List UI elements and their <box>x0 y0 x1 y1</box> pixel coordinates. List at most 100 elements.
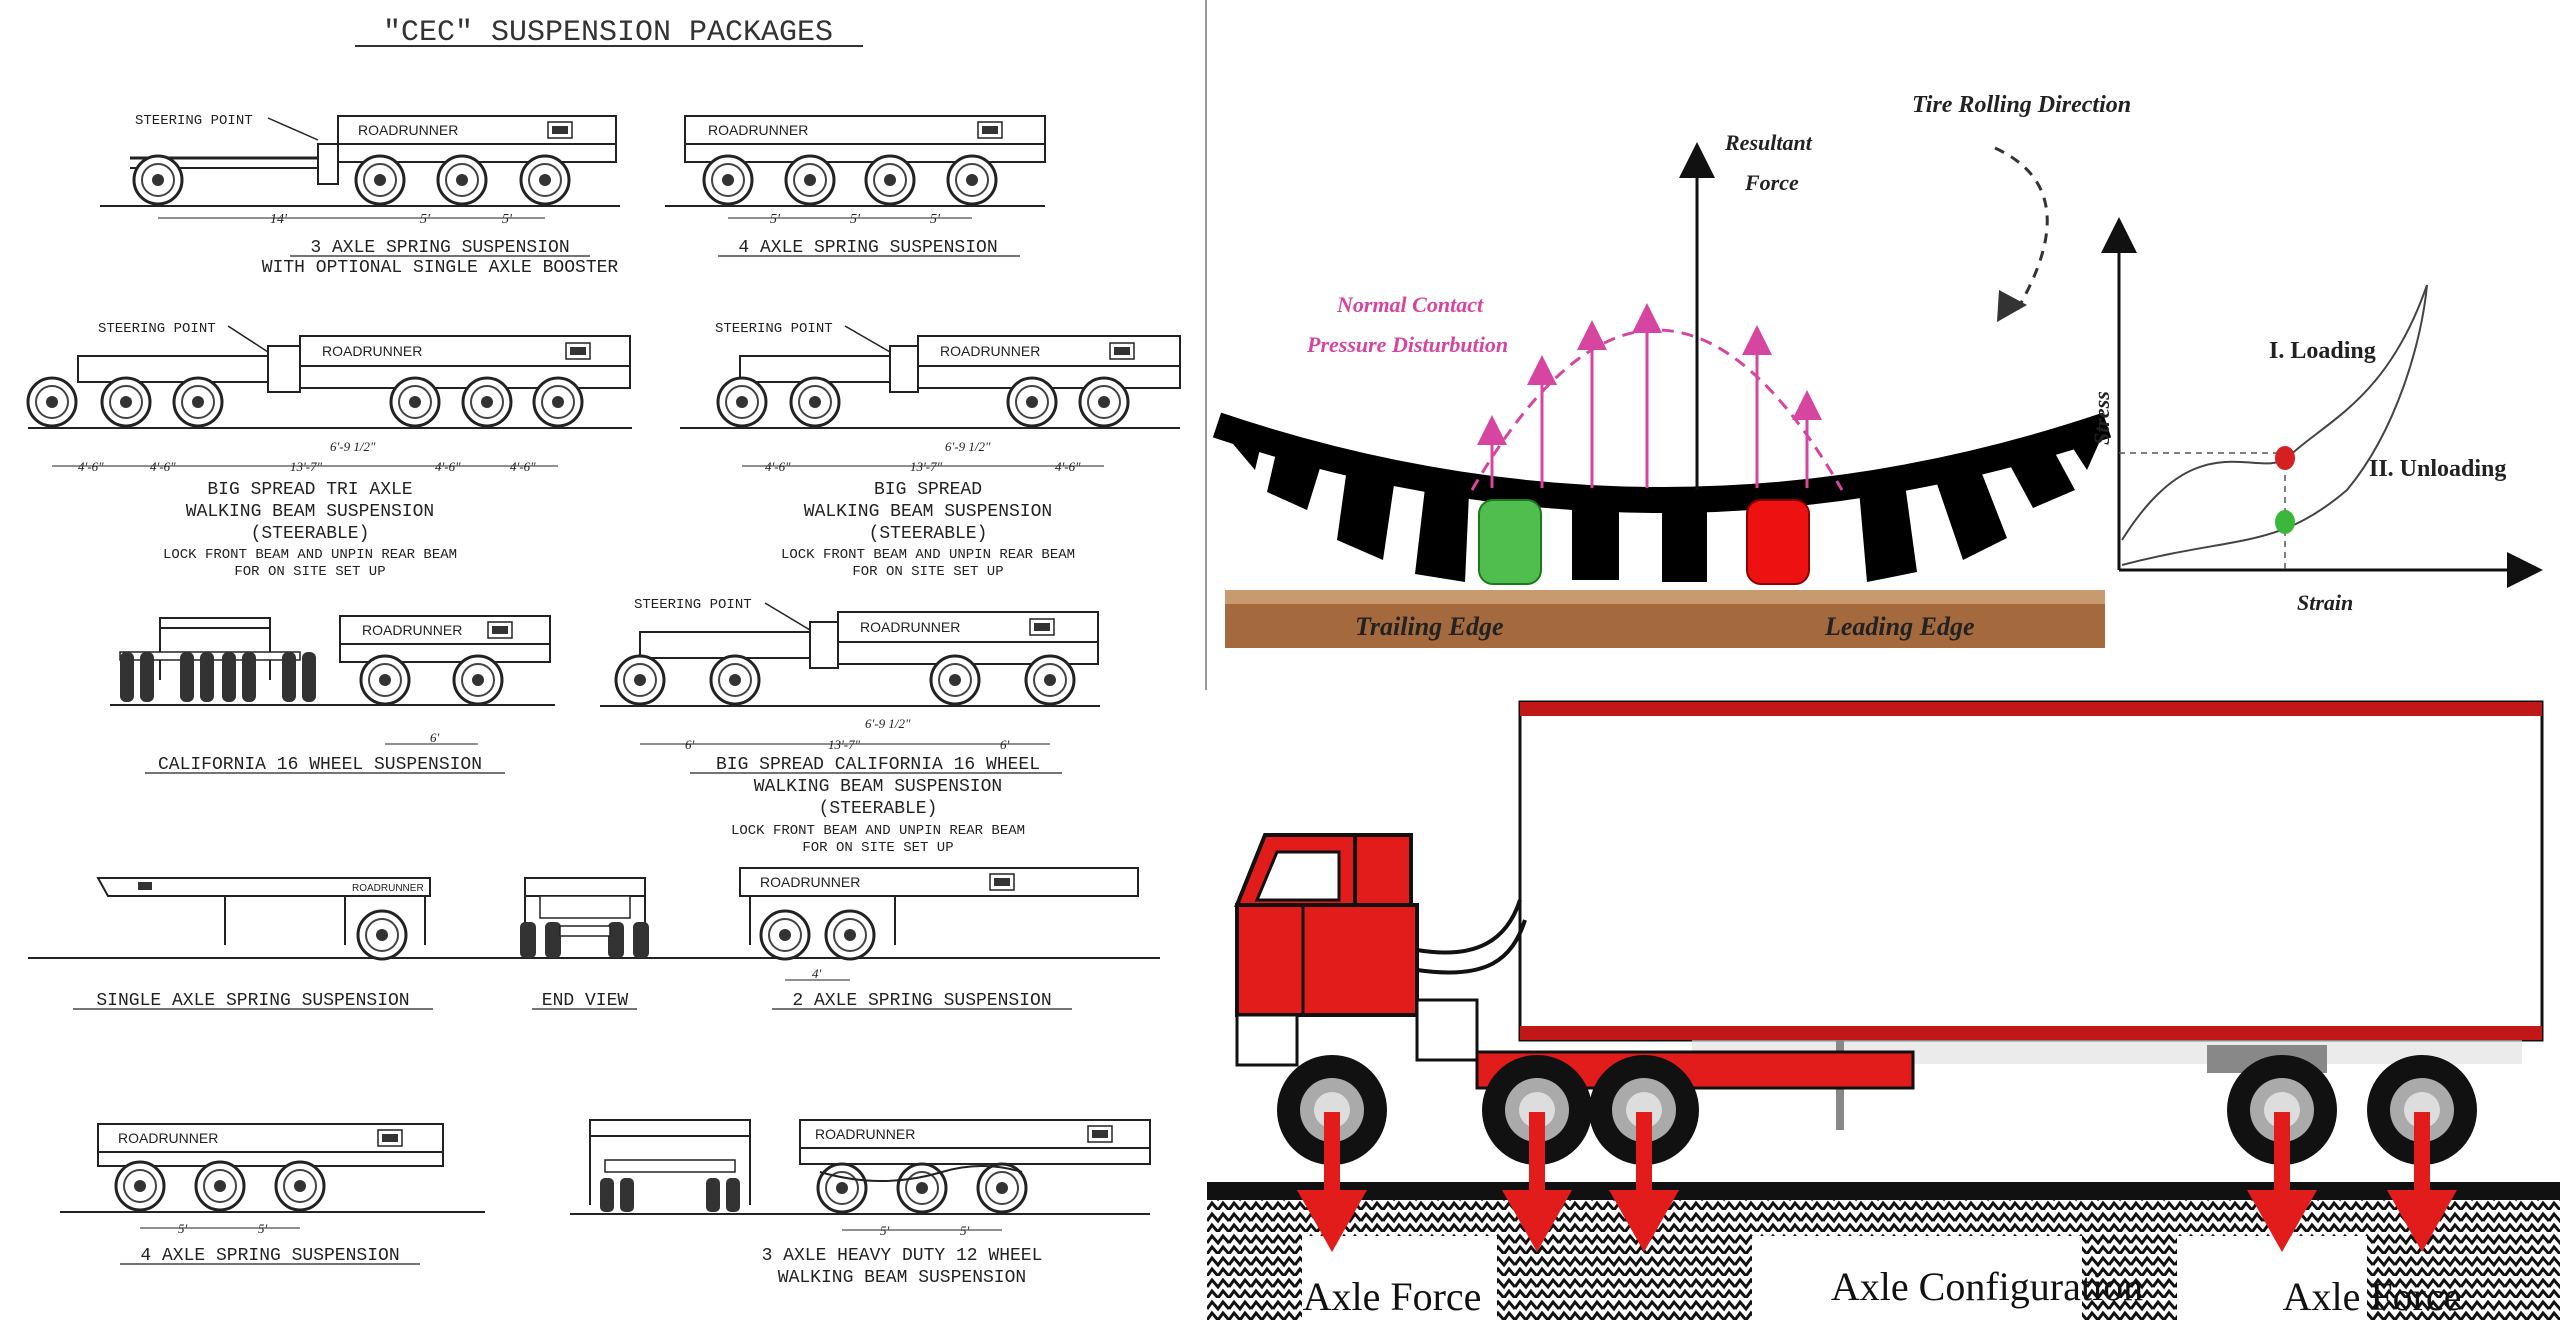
roadrunner-label: ROADRUNNER <box>352 883 424 894</box>
package-caption: (STEERABLE) <box>819 799 938 819</box>
tire-tread-blocks <box>1217 425 2107 582</box>
package-4-axle-spring-top: ROADRUNNER 5' 5' 5' 4 AXLE SPRING SUSPEN… <box>665 115 1046 258</box>
dim-6ft: 6' <box>685 737 695 752</box>
dim-5ft: 5' <box>880 1223 890 1238</box>
package-caption: CALIFORNIA 16 WHEEL SUSPENSION <box>158 755 482 775</box>
tire-contact-diagram: Trailing Edge Leading Edge <box>1212 92 2131 648</box>
dim-5ft: 5' <box>960 1223 970 1238</box>
package-caption: BIG SPREAD <box>874 480 982 500</box>
package-note: FOR ON SITE SET UP <box>802 840 953 856</box>
packages-title: "CEC" SUSPENSION PACKAGES <box>383 16 833 50</box>
package-caption: 4 AXLE SPRING SUSPENSION <box>738 238 997 258</box>
package-note: LOCK FRONT BEAM AND UNPIN REAR BEAM <box>163 547 457 563</box>
dim-6ft9in: 6'-9 1/2" <box>945 439 991 454</box>
tire-and-truck-panel: Trailing Edge Leading Edge <box>1207 0 2560 1320</box>
caption-underlines <box>73 255 1072 1265</box>
dim-6ft: 6' <box>430 730 440 745</box>
package-3-axle-heavy-duty: ROADRUNNER 5' 5' 3 AXLE HEAVY DUTY 12 WH… <box>570 1119 1151 1288</box>
package-caption: WITH OPTIONAL SINGLE AXLE BOOSTER <box>262 258 619 278</box>
steering-point-label: STEERING POINT <box>98 321 216 337</box>
dim-4ft6in: 4'-6" <box>510 459 536 474</box>
roadrunner-label: ROADRUNNER <box>860 619 960 635</box>
roadrunner-label: ROADRUNNER <box>815 1126 915 1142</box>
dim-5ft: 5' <box>502 212 513 227</box>
dim-4ft6in: 4'-6" <box>1055 459 1081 474</box>
truck-wheels <box>1277 1055 2477 1165</box>
resultant-label-line2: Force <box>1744 170 1799 195</box>
dim-5ft: 5' <box>770 212 781 227</box>
package-caption: 2 AXLE SPRING SUSPENSION <box>792 991 1051 1011</box>
leading-edge-label: Leading Edge <box>1824 612 1975 641</box>
trailing-edge-label: Trailing Edge <box>1355 612 1504 641</box>
stress-axis-label: Stress <box>2089 391 2114 445</box>
tire-green-block <box>1478 499 1542 585</box>
package-big-spread: STEERING POINT ROADRUNNER 4'-6" 6'-9 1/2… <box>680 321 1181 580</box>
tire-truck-drawing: Trailing Edge Leading Edge <box>1207 92 2560 1320</box>
strain-axis-label: Strain <box>2297 590 2353 615</box>
axle-configuration-label: Axle Configuration <box>1831 1264 2143 1309</box>
unloading-point <box>2275 510 2295 534</box>
truck-axle-diagram: Axle Force Axle Configuration Axle Force <box>1207 700 2560 1320</box>
dim-6ft9in: 6'-9 1/2" <box>330 439 376 454</box>
roadrunner-label: ROADRUNNER <box>760 874 860 890</box>
steering-point-label: STEERING POINT <box>634 597 752 613</box>
package-caption: END VIEW <box>542 991 629 1011</box>
package-note: LOCK FRONT BEAM AND UNPIN REAR BEAM <box>731 823 1025 839</box>
dim-4ft: 4' <box>812 966 822 981</box>
dim-5ft: 5' <box>930 212 941 227</box>
roadrunner-label: ROADRUNNER <box>708 122 808 138</box>
axle-force-arrows <box>1297 1112 2457 1252</box>
dim-5ft: 5' <box>420 212 431 227</box>
rolling-direction-label: Tire Rolling Direction <box>1912 92 2131 118</box>
suspension-packages-panel: "CEC" SUSPENSION PACKAGES STEERING POINT… <box>0 0 1210 1320</box>
unloading-curve <box>2121 284 2428 566</box>
unloading-label: II. Unloading <box>2369 456 2506 482</box>
roadrunner-label: ROADRUNNER <box>358 122 458 138</box>
dim-4ft6in: 4'-6" <box>150 459 176 474</box>
package-note: LOCK FRONT BEAM AND UNPIN REAR BEAM <box>781 547 1075 563</box>
dim-5ft: 5' <box>258 1221 268 1236</box>
package-caption: WALKING BEAM SUSPENSION <box>754 777 1002 797</box>
package-3-axle-booster: STEERING POINT ROADRUNNER 14' 5' 5' 3 AX… <box>100 113 620 278</box>
package-caption: SINGLE AXLE SPRING SUSPENSION <box>96 991 409 1011</box>
loading-curve <box>2121 284 2428 541</box>
roadrunner-label: ROADRUNNER <box>362 622 462 638</box>
package-caption: 3 AXLE SPRING SUSPENSION <box>310 238 569 258</box>
trailer-box <box>1518 700 2544 1042</box>
package-caption: (STEERABLE) <box>251 524 370 544</box>
pressure-arrows <box>1477 303 1822 488</box>
rolling-direction-arc <box>1994 146 2049 311</box>
package-single-axle: ROADRUNNER SINGLE AXLE SPRING SUSPENSION <box>96 877 431 1011</box>
dim-4ft6in: 4'-6" <box>78 459 104 474</box>
package-caption: WALKING BEAM SUSPENSION <box>804 502 1052 522</box>
loading-point <box>2275 446 2295 470</box>
package-end-view: END VIEW <box>520 877 649 1011</box>
dim-5ft: 5' <box>850 212 861 227</box>
dim-14ft: 14' <box>270 212 288 227</box>
dim-13ft7in: 13'-7" <box>910 459 943 474</box>
roadrunner-label: ROADRUNNER <box>322 343 422 359</box>
package-note: FOR ON SITE SET UP <box>234 564 385 580</box>
dim-6ft: 6' <box>1000 737 1010 752</box>
package-caption: 3 AXLE HEAVY DUTY 12 WHEEL <box>762 1246 1043 1266</box>
package-caption: WALKING BEAM SUSPENSION <box>778 1268 1026 1288</box>
suspension-packages-drawing: "CEC" SUSPENSION PACKAGES STEERING POINT… <box>26 0 1207 1288</box>
package-4-axle-spring-bottom: ROADRUNNER 5' 5' 4 AXLE SPRING SUSPENSIO… <box>60 1123 485 1266</box>
axle-force-right-label: Axle Force <box>2283 1274 2462 1319</box>
package-big-spread-california: STEERING POINT ROADRUNNER 6' 6'-9 1/2" 1… <box>600 597 1100 856</box>
dim-13ft7in: 13'-7" <box>828 737 861 752</box>
cab-window <box>1254 850 1341 902</box>
stress-strain-diagram: Stress Strain I. Loading II. Unloading <box>2089 217 2543 615</box>
package-big-spread-tri-axle: STEERING POINT ROADRUNNER 4'-6" 4'-6" 6'… <box>26 321 632 580</box>
package-caption: 4 AXLE SPRING SUSPENSION <box>140 1246 399 1266</box>
pressure-label-line2: Pressure Disturbution <box>1306 332 1508 357</box>
package-caption: (STEERABLE) <box>869 524 988 544</box>
dim-5ft: 5' <box>178 1221 188 1236</box>
dim-4ft6in: 4'-6" <box>765 459 791 474</box>
package-caption: WALKING BEAM SUSPENSION <box>186 502 434 522</box>
pressure-curve <box>1470 328 1844 491</box>
resultant-label-line1: Resultant <box>1724 130 1813 155</box>
dim-4ft6in: 4'-6" <box>435 459 461 474</box>
dim-6ft9in: 6'-9 1/2" <box>865 716 911 731</box>
axle-force-left-label: Axle Force <box>1303 1274 1482 1319</box>
